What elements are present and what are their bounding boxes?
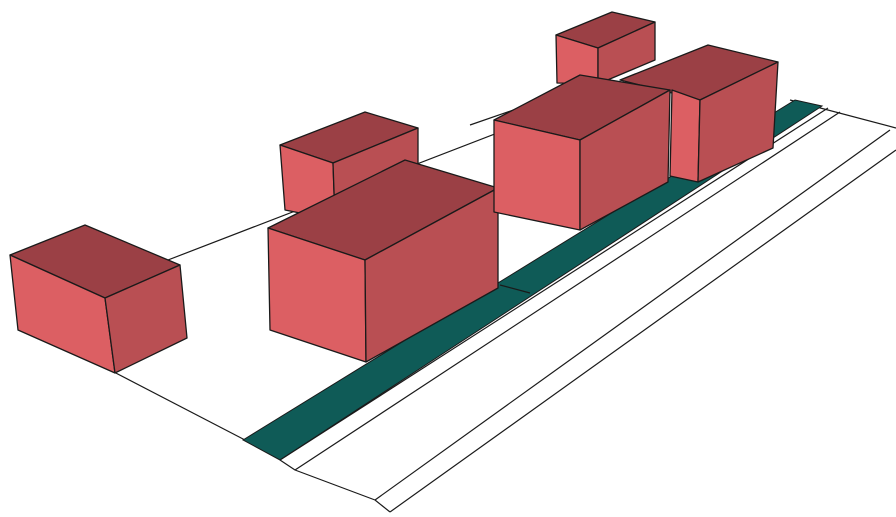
road-lines xyxy=(279,107,896,513)
building-4-side xyxy=(597,21,656,85)
building-6-side xyxy=(579,89,671,231)
green-strip-divider xyxy=(499,284,531,294)
building-3-side xyxy=(364,187,499,363)
building-5-side xyxy=(697,61,779,183)
building-4 xyxy=(555,11,656,85)
road-edge-2 xyxy=(294,111,841,471)
building-5 xyxy=(619,44,779,183)
road-edge-4 xyxy=(389,149,896,513)
building-6-front xyxy=(493,119,581,231)
road-edge-3 xyxy=(374,129,891,501)
building-6 xyxy=(493,74,671,231)
lot-front-edge xyxy=(109,369,246,441)
road-edge-1 xyxy=(279,107,829,461)
building-1 xyxy=(9,224,188,374)
building-3 xyxy=(267,159,499,363)
road-end-cap xyxy=(279,459,391,513)
building-1-side xyxy=(104,264,188,374)
building-5-front xyxy=(669,89,701,183)
